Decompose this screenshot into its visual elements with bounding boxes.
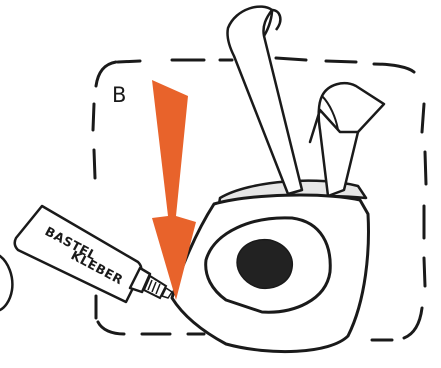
previous-step-fragment	[0, 256, 12, 310]
step-label: B	[112, 83, 126, 107]
eye-pupil	[237, 240, 292, 289]
right-ear	[319, 83, 384, 196]
